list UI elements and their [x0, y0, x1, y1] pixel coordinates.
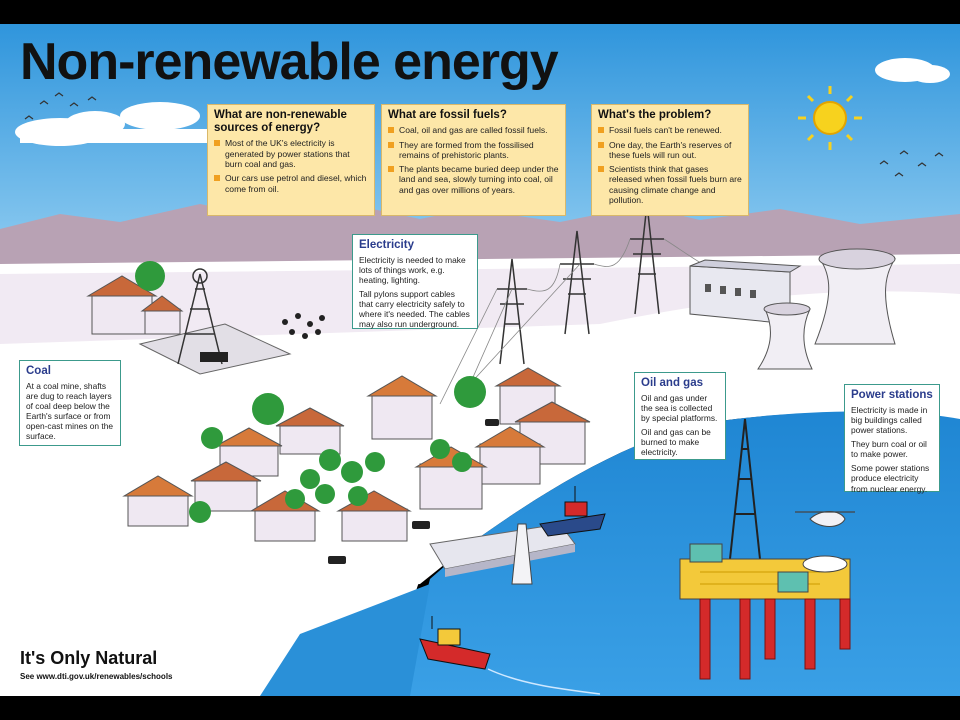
label-text: At a coal mine, shafts are dug to reach … [26, 381, 114, 442]
label-power-stations: Power stations Electricity is made in bi… [844, 384, 940, 494]
label-text: Oil and gas under the sea is collected b… [641, 393, 718, 424]
panel-item: They are formed from the fossilised rema… [388, 140, 559, 161]
label-electricity: Electricity Electricity is needed to mak… [352, 234, 478, 329]
label-text: Electricity is needed to make lots of th… [359, 255, 466, 286]
brand-name: It's Only Natural [20, 648, 158, 668]
panel-heading: What's the problem? [598, 109, 712, 121]
label-text: Oil and gas can be burned to make electr… [641, 427, 711, 458]
poster-title: Non-renewable energy [20, 33, 559, 91]
coal-mine-icon [138, 268, 292, 375]
label-heading: Coal [26, 365, 51, 377]
panel-item: Scientists think that gases released whe… [598, 164, 742, 205]
sea [400, 411, 960, 696]
birds-icon [24, 92, 944, 177]
panel-item: One day, the Earth's reserves of these f… [598, 140, 742, 161]
cloud-left [15, 102, 210, 146]
panel-item: Fossil fuels can't be renewed. [598, 125, 742, 135]
label-heading: Oil and gas [641, 377, 703, 389]
label-coal: Coal At a coal mine, shafts are dug to r… [19, 360, 121, 446]
label-heading: Power stations [851, 389, 933, 401]
tug-boat-icon [419, 616, 601, 695]
panel-the-problem: What's the problem? Fossil fuels can't b… [591, 104, 749, 216]
lighthouse [511, 523, 533, 585]
source-url: See www.dti.gov.uk/renewables/schools [20, 672, 173, 681]
label-text: They burn coal or oil to make power. [851, 439, 927, 460]
sheep-icon [282, 313, 325, 339]
panel-heading: What are non-renewable sources of energy… [214, 109, 347, 135]
power-station-icon [689, 248, 896, 370]
panel-non-renewable-sources: What are non-renewable sources of energy… [207, 104, 375, 216]
panel-item: The plants became buried deep under the … [388, 164, 559, 195]
cloud-right [875, 58, 950, 83]
panel-item: Coal, oil and gas are called fossil fuel… [388, 125, 559, 135]
panel-item: Most of the UK's electricity is generate… [214, 138, 368, 169]
energy-scene-illustration [0, 24, 960, 696]
label-text: Electricity is made in big buildings cal… [851, 405, 928, 436]
label-oil-and-gas: Oil and gas Oil and gas under the sea is… [634, 372, 726, 460]
panel-fossil-fuels: What are fossil fuels? Coal, oil and gas… [381, 104, 566, 216]
panel-heading: What are fossil fuels? [388, 109, 507, 121]
panel-item: Our cars use petrol and diesel, which co… [214, 173, 368, 194]
poster: Non-renewable energy What are non-renewa… [0, 24, 960, 696]
sun-icon [798, 86, 862, 150]
label-text: Some power stations produce electricity … [851, 463, 930, 494]
harbour-sea [260, 584, 430, 696]
oil-rig-icon [679, 418, 855, 680]
label-text: Tall pylons support cables that carry el… [359, 289, 470, 330]
fishing-boat-icon [539, 486, 606, 537]
trees-icon [135, 261, 486, 523]
cars-icon [328, 419, 499, 564]
houses-icon [86, 275, 591, 542]
mountains [0, 200, 960, 274]
label-heading: Electricity [359, 239, 414, 251]
pier-wall [445, 544, 575, 577]
